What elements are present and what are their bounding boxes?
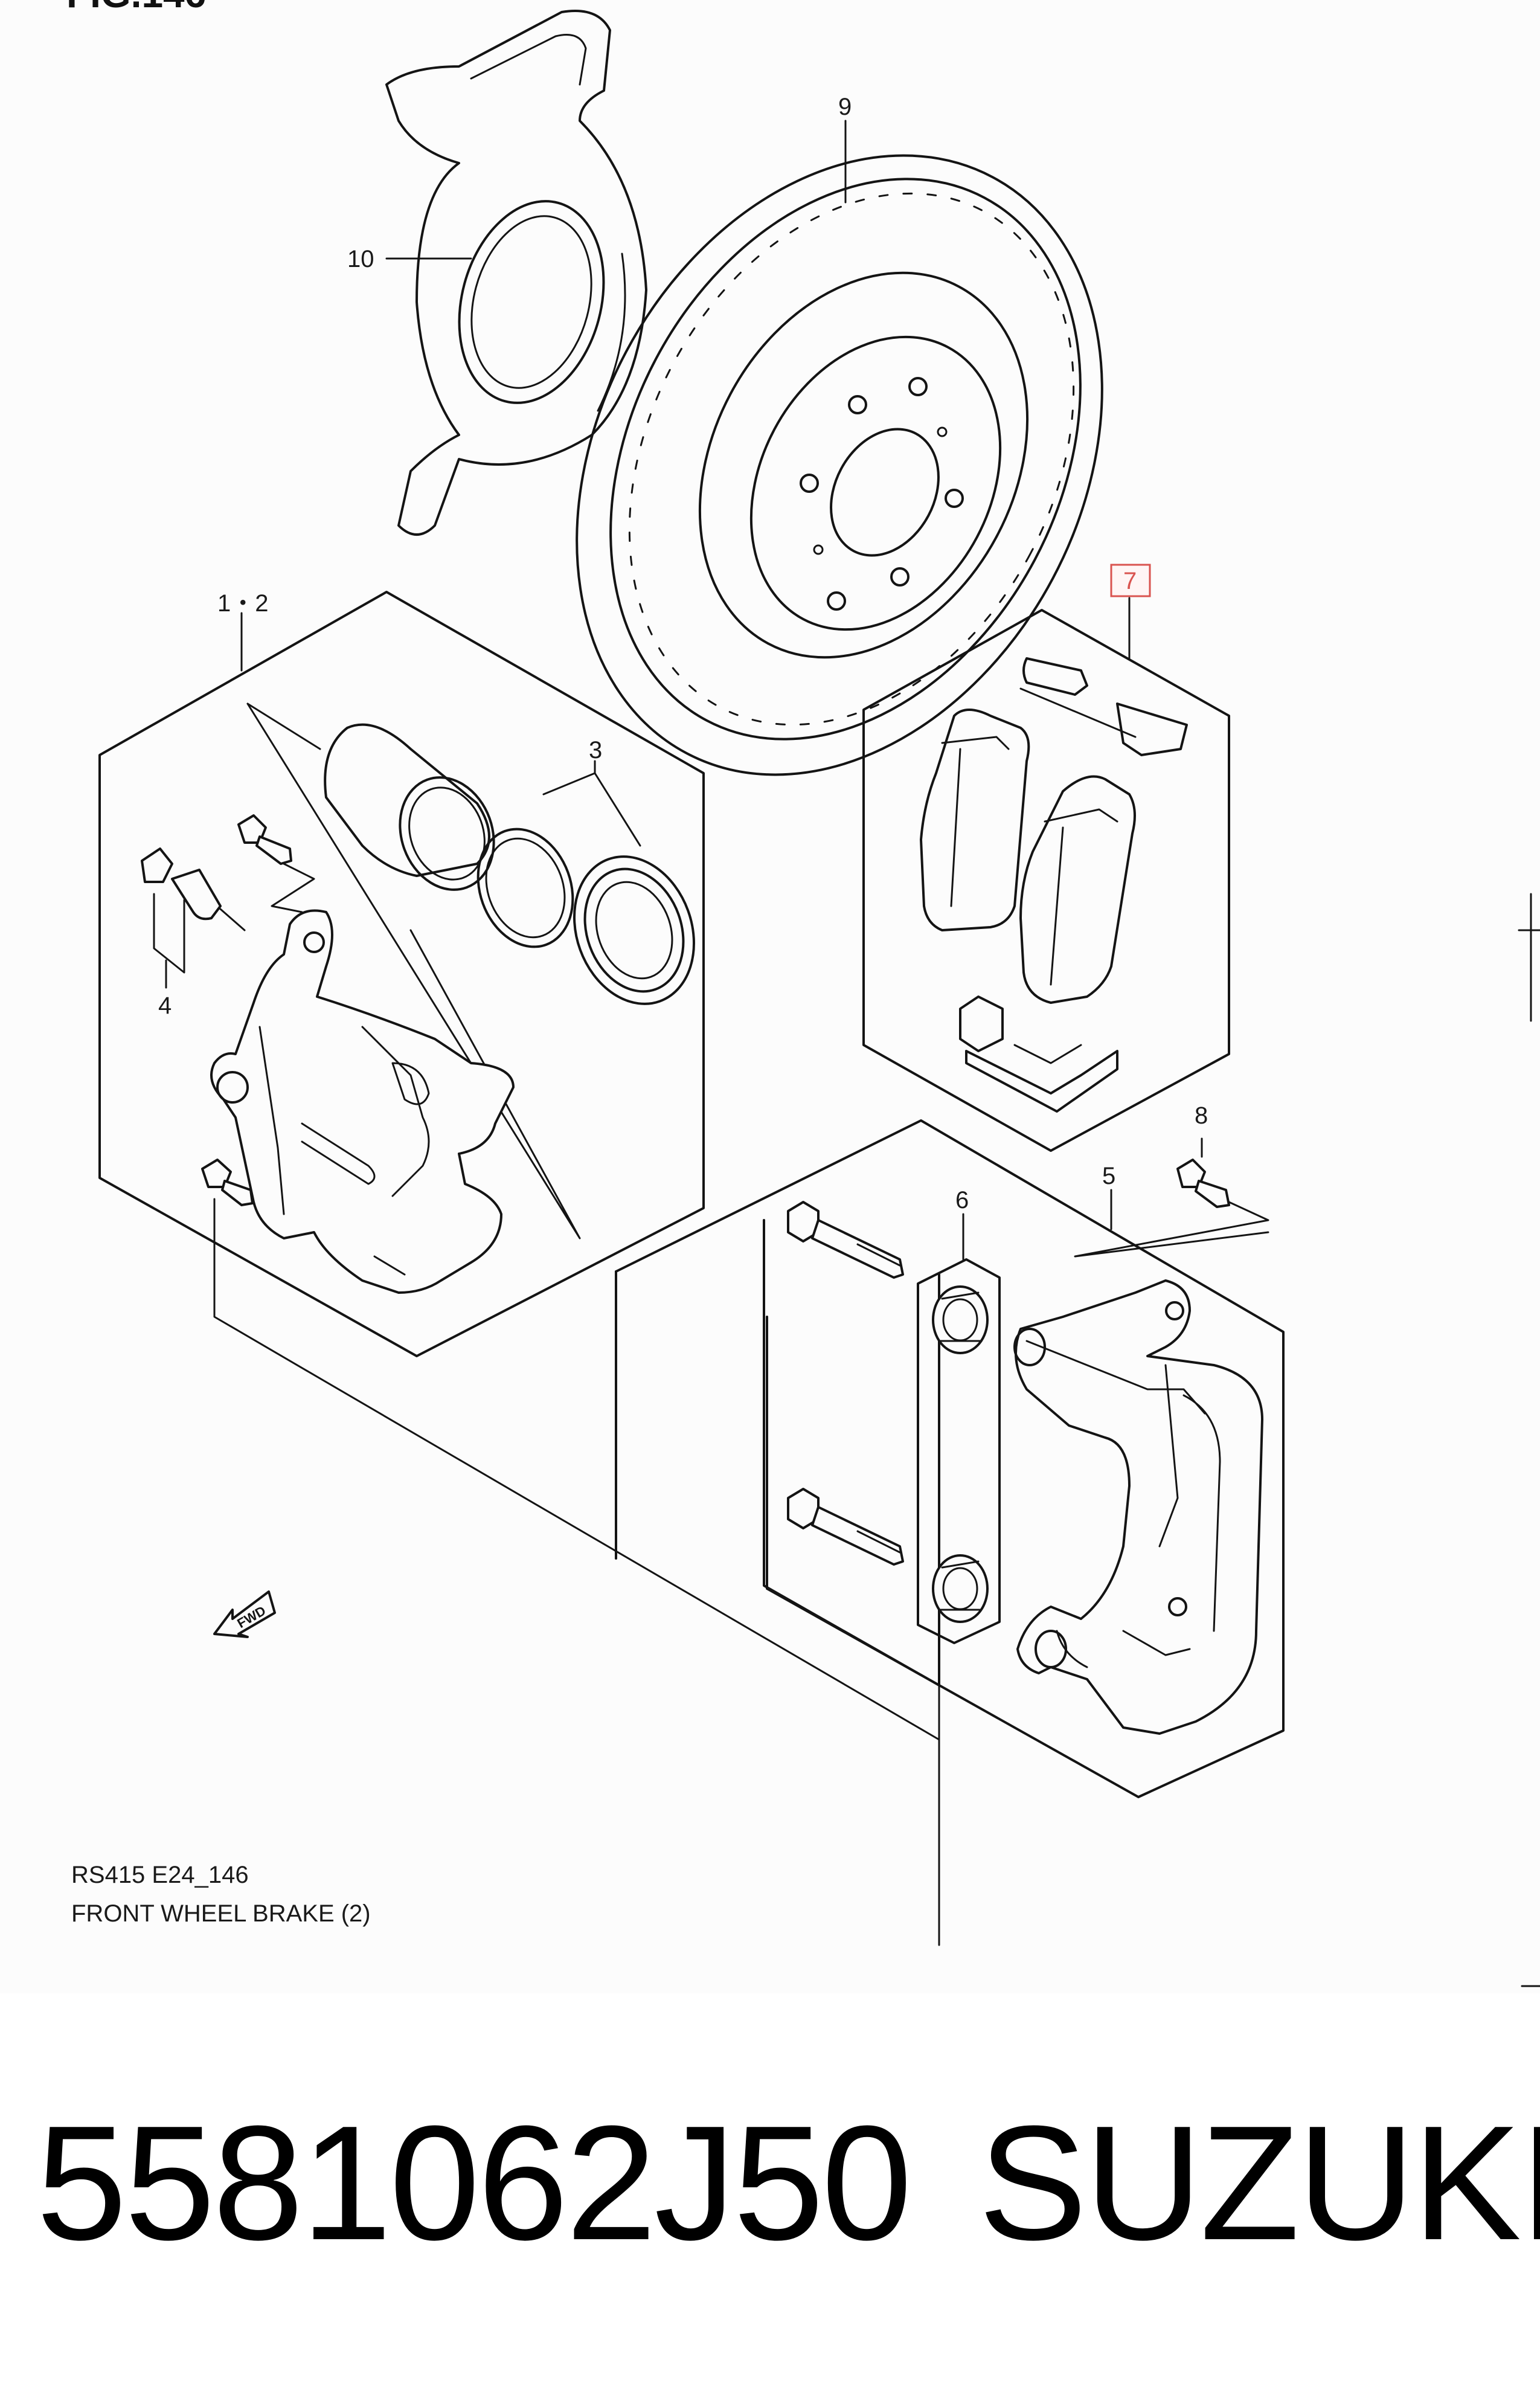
bolt-group-leader [213, 1198, 940, 1946]
guide-pin-boot-box [917, 1258, 1001, 1644]
pad-wear-indicator-clip[interactable] [1019, 657, 1188, 756]
guide-pin-lower[interactable] [787, 1488, 904, 1566]
callout-9[interactable]: 9 [838, 94, 852, 120]
caliper-body[interactable] [210, 909, 515, 1294]
exploded-parts-diagram: FIG.146 10 9 1・2 [66, 0, 1540, 1987]
callout-8[interactable]: 8 [1195, 1102, 1208, 1129]
bracket-bolt-part-8[interactable] [1176, 1159, 1230, 1208]
callout-1-2[interactable]: 1・2 [217, 590, 269, 617]
callout-7-highlight[interactable]: 7 [1110, 564, 1151, 597]
leader-4-bracket [153, 893, 185, 974]
bleeder-screw-part-4[interactable] [141, 847, 246, 931]
caliper-guide-bolt-bottom[interactable] [201, 1159, 254, 1206]
guide-pin-upper[interactable] [787, 1201, 904, 1279]
brake-pad-outer[interactable] [920, 709, 1030, 931]
brake-disc-part-9[interactable] [473, 63, 1205, 866]
callout-3[interactable]: 3 [589, 737, 602, 764]
brake-pad-inner[interactable] [1019, 775, 1136, 1004]
guide-pin-boot-upper[interactable] [932, 1285, 989, 1354]
brand-name: SUZUKI [978, 2092, 1540, 2274]
piston-seal-kit-part-3[interactable] [462, 815, 714, 1021]
diagram-caption: FRONT WHEEL BRAKE (2) [71, 1900, 371, 1927]
fwd-direction-icon: FWD [213, 1590, 276, 1638]
callout-4[interactable]: 4 [158, 992, 172, 1019]
leader-3 [542, 772, 641, 847]
diagram-panel: FIG.146 10 9 1・2 [66, 0, 1540, 1987]
guide-pin-boot-lower[interactable] [932, 1554, 989, 1623]
bolt-8-guide [1074, 1201, 1269, 1258]
callout-6[interactable]: 6 [955, 1187, 969, 1214]
callout-10[interactable]: 10 [347, 246, 374, 272]
part-number: 5581062J50 [36, 2092, 912, 2274]
diagram-code: RS415 E24_146 [71, 1862, 249, 1888]
dust-shield-part-10[interactable] [385, 10, 647, 536]
crop-marks [1518, 893, 1540, 1987]
callout-5[interactable]: 5 [1102, 1163, 1115, 1189]
guide-pin-box [763, 1219, 940, 1686]
figure-title: FIG.146 [66, 0, 206, 16]
caliper-piston[interactable] [324, 723, 509, 903]
pad-shim-clip[interactable] [959, 995, 1118, 1113]
guide-line-top [246, 702, 321, 750]
caliper-guide-bolt-top[interactable] [237, 814, 292, 865]
callout-7[interactable]: 7 [1123, 568, 1137, 594]
caliper-assembly-box [98, 591, 705, 1357]
caliper-bracket[interactable] [1013, 1279, 1263, 1735]
bolt-guide-line [271, 863, 315, 913]
brake-pad-set-box [862, 609, 1230, 1152]
caliper-guide-lines [246, 702, 581, 1239]
